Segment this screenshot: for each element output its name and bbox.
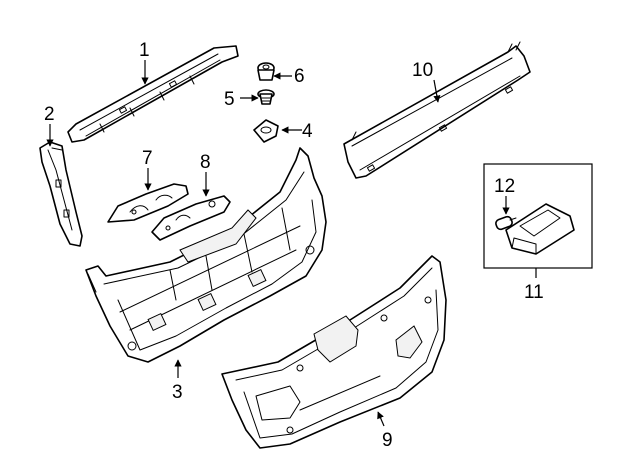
part-12-bulb[interactable] xyxy=(495,215,517,231)
part-1-upper-trim[interactable] xyxy=(67,45,239,143)
part-3-liftgate-inner-panel[interactable] xyxy=(85,147,327,363)
callout-12: 12 xyxy=(494,176,515,197)
callout-1: 1 xyxy=(139,40,150,61)
callout-7: 7 xyxy=(142,148,153,169)
part-8-handle-trim[interactable] xyxy=(151,195,231,241)
callout-4: 4 xyxy=(302,121,313,142)
callout-6: 6 xyxy=(294,66,305,87)
callout-10: 10 xyxy=(412,60,433,81)
part-7-trim-cover[interactable] xyxy=(107,183,189,223)
callout-3: 3 xyxy=(172,382,183,403)
callout-labels: 1 2 3 4 5 6 7 8 9 10 11 12 xyxy=(44,40,544,451)
callout-9: 9 xyxy=(382,430,393,451)
part-6-push-pin[interactable] xyxy=(257,62,275,81)
callout-2: 2 xyxy=(44,104,55,125)
part-2-pillar-trim[interactable] xyxy=(39,141,83,247)
callout-11: 11 xyxy=(524,282,544,303)
part-4-clip[interactable] xyxy=(253,119,279,143)
part-10-garnish[interactable] xyxy=(343,41,531,179)
part-9-trim-panel[interactable] xyxy=(221,255,447,449)
callout-5: 5 xyxy=(224,89,235,110)
callout-8: 8 xyxy=(200,152,211,173)
part-5-screw[interactable] xyxy=(257,89,275,105)
leader-lines xyxy=(46,60,537,427)
part-11-license-lamp[interactable] xyxy=(505,203,575,255)
